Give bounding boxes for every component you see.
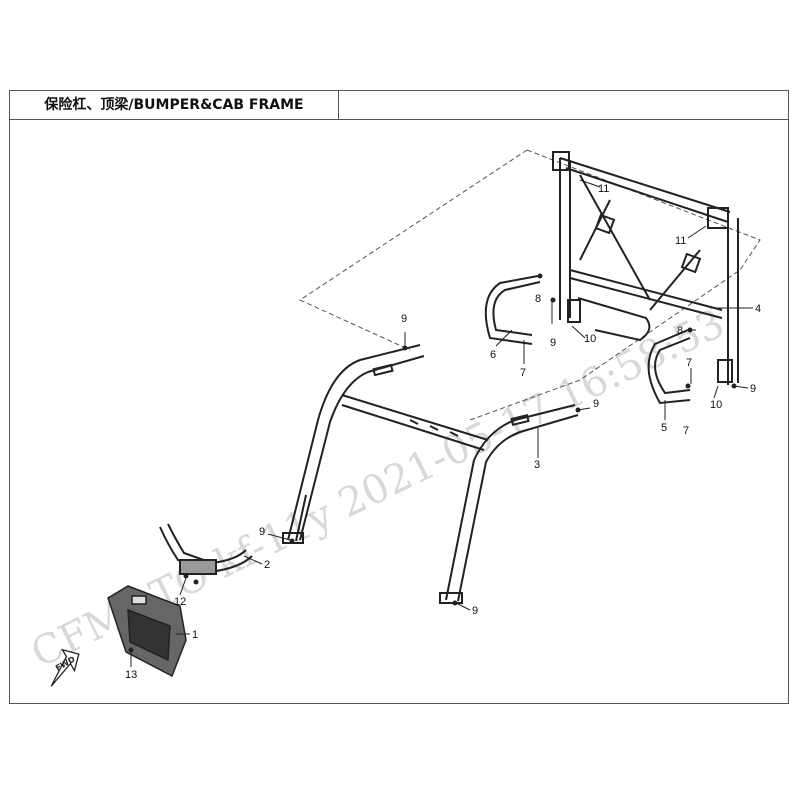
callout-7-left: 7 [520, 367, 526, 379]
front-bumper-part-1 [107, 585, 187, 678]
callout-12: 12 [174, 596, 186, 608]
callout-9-frame-left-foot: 9 [259, 526, 265, 538]
rear-cab-frame-part-4 [552, 151, 739, 385]
grab-bar-part-5 [647, 329, 691, 405]
callout-11-right: 11 [675, 235, 686, 247]
callout-10-left: 10 [584, 333, 596, 345]
callout-8-right: 8 [677, 325, 683, 337]
callout-11-top: 11 [598, 183, 609, 195]
callout-9-rear-right: 9 [750, 383, 756, 395]
callout-labels: 1 2 3 4 5 6 7 7 7 8 8 9 9 9 9 9 9 10 10 … [125, 183, 761, 681]
callout-6: 6 [490, 349, 496, 361]
title-box: 保险杠、顶梁/BUMPER&CAB FRAME [9, 90, 339, 120]
callout-8-left: 8 [535, 293, 541, 305]
callout-9-frame-right: 9 [593, 398, 599, 410]
callout-9-frame-right-foot: 9 [472, 605, 478, 617]
grab-bar-part-6 [484, 275, 651, 345]
callout-7-right: 7 [683, 425, 689, 437]
callout-9-frame-top: 9 [401, 313, 407, 325]
callout-3: 3 [534, 459, 540, 471]
brush-guard-part-2 [159, 523, 253, 575]
callout-2: 2 [264, 559, 270, 571]
callout-13: 13 [125, 669, 137, 681]
fastener-icons [128, 273, 737, 653]
callout-10-right: 10 [710, 399, 722, 411]
dashed-reference-lines [298, 149, 761, 421]
title-rule [339, 119, 789, 120]
callout-9-rear-left: 9 [550, 337, 556, 349]
callout-5: 5 [661, 422, 667, 434]
cab-frame-part-3 [282, 344, 579, 604]
callout-4: 4 [755, 303, 761, 315]
callout-7-upper: 7 [686, 357, 692, 369]
diagram-title: 保险杠、顶梁/BUMPER&CAB FRAME [44, 97, 304, 113]
leader-lines [130, 179, 753, 667]
callout-1: 1 [192, 629, 198, 641]
diagram-frame [9, 90, 789, 704]
